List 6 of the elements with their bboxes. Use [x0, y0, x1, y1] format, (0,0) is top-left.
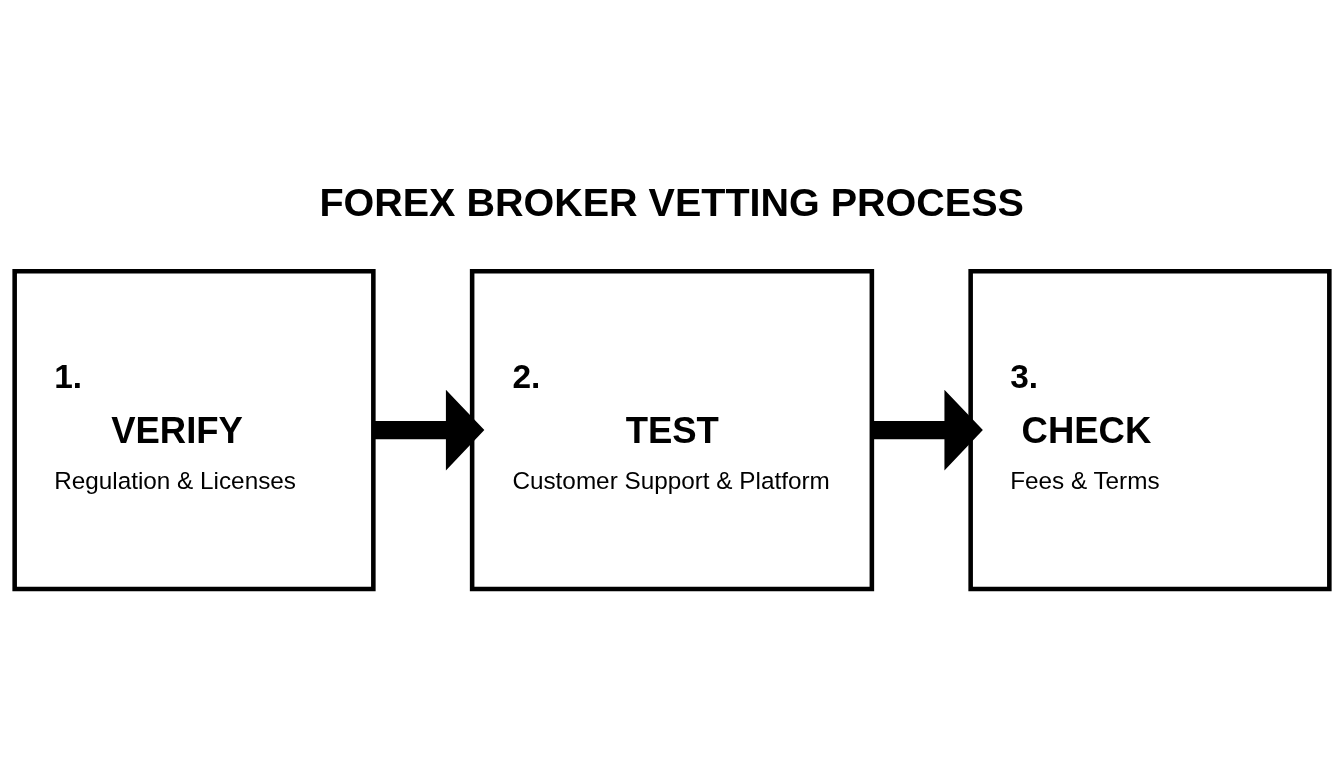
- node-box: 2. TEST Customer Support & Platform: [469, 268, 875, 591]
- node-box: 3. CHECK Fees & Terms: [968, 268, 1332, 591]
- arrow: [373, 389, 485, 470]
- diagram-title: FOREX BROKER VETTING PROCESS: [319, 179, 1024, 224]
- arrow: [872, 389, 983, 470]
- node-box: 1. VERIFY Regulation & Licenses: [12, 268, 376, 591]
